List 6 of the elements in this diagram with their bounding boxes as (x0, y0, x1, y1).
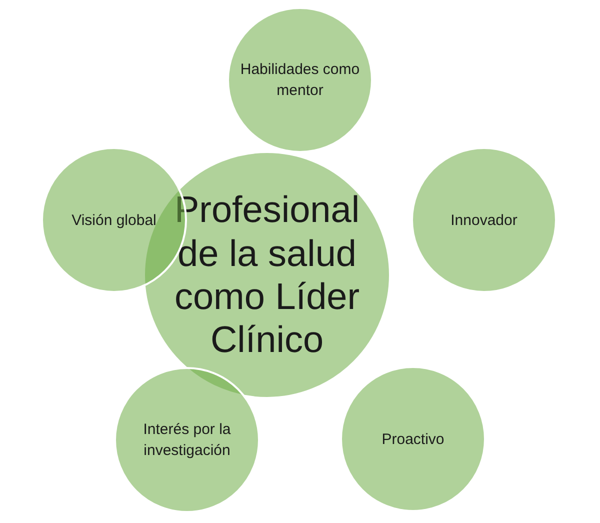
circle-label: Visión global (70, 210, 158, 230)
circle-label: Proactivo (380, 430, 446, 450)
circle-label: Habilidades como mentor (240, 60, 360, 101)
central-label: Profesional de la salud como Líder Clínico (173, 188, 361, 362)
circle-label: Interés por la investigación (142, 420, 232, 461)
circle-label: Innovador (450, 210, 518, 230)
